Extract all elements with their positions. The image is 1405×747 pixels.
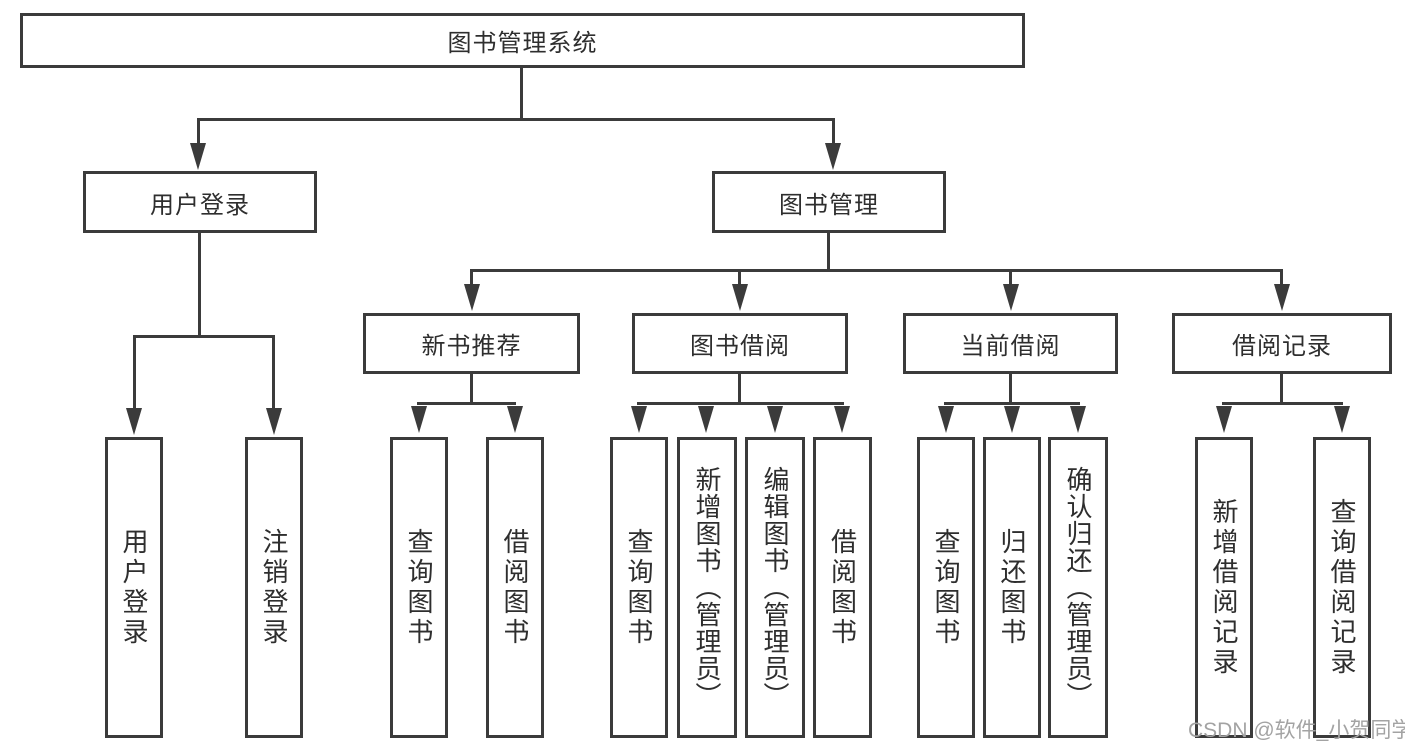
connector-line [197,118,835,121]
connector-line [1280,272,1283,286]
leaf-label: 查询图书 [931,527,961,648]
leaf-borrow-book: 借阅图书 [813,437,872,738]
node-current-borrow: 当前借阅 [903,313,1118,374]
connector-arrow [411,406,427,433]
leaf-label: 编辑图书（管理员） [760,466,790,709]
leaf-confirm-return-admin: 确认归还（管理员） [1048,437,1108,738]
leaf-return-book: 归还图书 [983,437,1041,738]
connector-line [197,118,200,145]
leaf-query-books-borrow: 查询图书 [610,437,668,738]
leaf-label: 归还图书 [997,527,1027,648]
leaf-query-books-current: 查询图书 [917,437,975,738]
connector-arrow [631,406,647,433]
connector-arrow [1004,406,1020,433]
leaf-label: 确认归还（管理员） [1063,466,1093,709]
connector-arrow [1003,284,1019,311]
leaf-query-books-recommend: 查询图书 [390,437,448,738]
leaf-add-book-admin: 新增图书（管理员） [677,437,737,738]
leaf-logout: 注销登录 [245,437,303,738]
connector-arrow [126,408,142,435]
connector-line [944,402,1080,405]
connector-line [470,374,473,405]
connector-line [417,402,516,405]
leaf-label: 查询图书 [624,527,654,648]
leaf-user-login: 用户登录 [105,437,163,738]
connector-line [637,402,844,405]
leaf-borrow-book-recommend: 借阅图书 [486,437,544,738]
connector-line [272,338,275,409]
connector-line [1222,402,1343,405]
connector-arrow [1274,284,1290,311]
leaf-add-borrow-record: 新增借阅记录 [1195,437,1253,738]
connector-arrow [698,406,714,433]
connector-line [832,118,835,145]
leaf-query-borrow-record: 查询借阅记录 [1313,437,1371,738]
connector-line [198,233,201,337]
leaf-label: 借阅图书 [500,527,530,648]
watermark-text: CSDN @软件_小贺同学 [1188,719,1405,742]
connector-arrow [825,143,841,170]
leaf-label: 查询图书 [404,527,434,648]
connector-arrow [732,284,748,311]
connector-line [520,68,523,121]
leaf-label: 查询借阅记录 [1327,497,1357,678]
connector-line [470,272,473,286]
connector-line [1009,374,1012,405]
connector-line [738,374,741,405]
node-book-borrow: 图书借阅 [632,313,848,374]
leaf-label: 注销登录 [259,527,289,648]
connector-arrow [266,408,282,435]
node-book-management: 图书管理 [712,171,946,233]
connector-arrow [507,406,523,433]
node-borrow-records: 借阅记录 [1172,313,1392,374]
node-new-book-recommend: 新书推荐 [363,313,580,374]
connector-arrow [464,284,480,311]
connector-arrow [1334,406,1350,433]
leaf-label: 新增借阅记录 [1209,497,1239,678]
connector-line [470,269,1283,272]
connector-line [738,272,741,286]
connector-line [1009,272,1012,286]
connector-arrow [767,406,783,433]
leaf-edit-book-admin: 编辑图书（管理员） [745,437,805,738]
node-root: 图书管理系统 [20,13,1025,68]
connector-arrow [834,406,850,433]
connector-arrow [190,143,206,170]
connector-line [133,338,136,409]
connector-arrow [1216,406,1232,433]
leaf-label: 新增图书（管理员） [692,466,722,709]
leaf-label: 借阅图书 [827,527,858,648]
connector-line [827,233,830,272]
connector-line [1280,374,1283,405]
connector-line [133,335,275,338]
connector-arrow [1070,406,1086,433]
connector-arrow [938,406,954,433]
leaf-label: 用户登录 [119,527,149,648]
node-user-login: 用户登录 [83,171,317,233]
